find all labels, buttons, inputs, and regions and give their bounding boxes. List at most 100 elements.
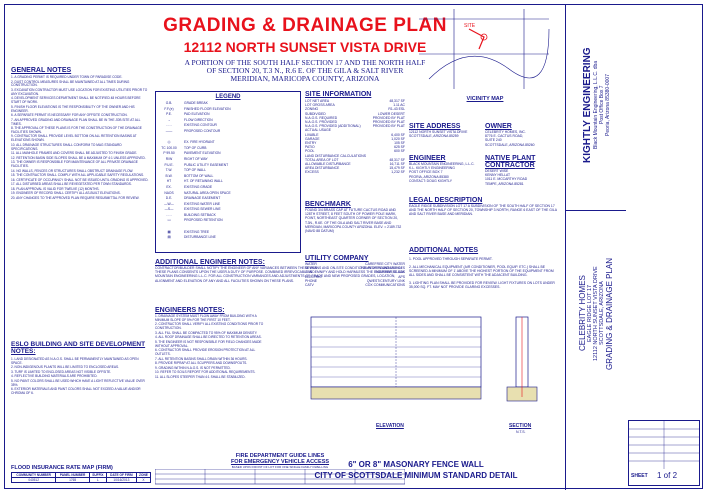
firm-cell: X (135, 477, 152, 483)
plan-address: 12112 NORTH SUNSET VISTA DRIVE (183, 39, 427, 55)
legend-label: BUILDING SETBACK (184, 212, 216, 217)
engineer-line-2: K.L. KIGHTLY ENGINEERING (409, 166, 455, 171)
benchmark-text: FOUND 3/4 BRASS CAP AT FUTURE CACTUS ROA… (305, 208, 402, 234)
info-value: LOWER DESERT (377, 111, 405, 116)
info-key: ZONING (305, 107, 319, 112)
engineers-notes: ENGINEERS NOTES: 1. DRAINAGE SYSTEM MUST… (155, 307, 267, 380)
contractor-line-3: 1011 E. MCCARTHY ROAD (485, 177, 528, 182)
note-item: 4. DEVELOPMENT SERVICES DEPARTMENT SHALL… (11, 96, 141, 105)
legend-label: PAVEMENT ELEVATION (184, 151, 221, 156)
note-item: 12. RETENTION BASIN SIDE SLOPES SHALL BE… (11, 155, 146, 160)
sheet-label: SHEET (631, 473, 648, 479)
info-value: 16,711 SF (389, 162, 405, 167)
note-item: 2. ALL MECHANICAL EQUIPMENT (AIR CONDITI… (409, 264, 554, 278)
legend-label: FLOW DIRECTION (184, 117, 213, 122)
note-item: 2. NON-INDIGENOUS PLANTS WILL BE LIMITED… (11, 365, 119, 370)
info-row: LAND DISTURBANCE CALCULATIONS (305, 154, 405, 158)
fire-heading: FIRE DEPARTMENT GUIDE LINES (235, 453, 325, 459)
legend-row: F.F.(e)FINISHED FLOOR ELEVATION (160, 107, 296, 113)
legend-row: —W—EXISTING WATER LINE (160, 202, 296, 208)
plan-title: GRADING & DRAINAGE PLAN (163, 15, 447, 36)
contractor-line-2: KENNY HELLAT (485, 173, 511, 178)
site-info-heading: SITE INFORMATION (305, 91, 372, 98)
subtitle-line-1: A PORTION OF THE SOUTH HALF SECTION 17 A… (184, 58, 426, 67)
legend-label: PROPOSED RETENTION (184, 218, 223, 223)
legend-label: PAD ELEVATION (184, 112, 210, 117)
info-key: ACTUAL USAGE (305, 128, 332, 133)
legend-symbol: HT (166, 179, 172, 184)
note-item: 2. DUST CONTROL MEASURES SHALL BE MAINTA… (11, 79, 130, 88)
legend-symbol: G.B. (165, 101, 173, 105)
engineers-notes-list: 1. DRAINAGE SYSTEM MUST FLOW AWAY FROM B… (155, 314, 267, 380)
legend-label: PUBLIC UTILITY EASEMENT (184, 162, 229, 167)
note-item: 1. A GRADING PERMIT IS REQUIRED UNDER TO… (11, 75, 123, 79)
note-item: 1. POOL APPROVED THROUGH SEPARATE PERMIT… (409, 257, 493, 262)
info-key: GAS (305, 270, 313, 275)
info-key: LIVABLE (305, 132, 319, 137)
general-notes-heading: GENERAL NOTES (11, 67, 72, 74)
benchmark-heading: BENCHMARK (305, 201, 351, 208)
legend-symbol: P.U.E. (164, 162, 174, 167)
eslo-notes: ESLO BUILDING AND SITE DEVELOPMENT NOTES… (11, 341, 149, 397)
owner-line-2: 8776 E. CACTUS ROAD, (485, 134, 524, 139)
note-item: 3. TURF IS LIMITED TO ENCLOSED AREAS NOT… (11, 369, 112, 374)
info-row: N.A.O.S. PROVIDED (ADDITIONAL)PROVIDED B… (305, 124, 405, 128)
legend-label: BOTTOM OF WALL (184, 173, 214, 178)
info-value: 1,232 SF (391, 170, 405, 175)
info-value: TOWN OF FOUNTAIN HILLS (360, 266, 405, 271)
site-marker-label: SITE (464, 23, 476, 29)
note-item: 7. AN APPROVED GRADING AND DRAINAGE PLAN… (11, 117, 141, 126)
note-item: 6. EXTERIOR MATERIALS AND PAINT COLORS S… (11, 387, 141, 396)
eslo-list: 1. LAND DESIGNATED AS N.A.O.S. SHALL BE … (11, 357, 149, 396)
info-key: LOT GROSS AREA (305, 103, 335, 108)
firm-cell: L (88, 477, 107, 483)
legend-symbol: - - - (166, 212, 172, 217)
info-value: 625 SF (394, 145, 405, 150)
info-value: 6,400 SF (391, 132, 405, 137)
fire-note: BASED UPON FRONT OF LOT FOR ONE SINGLE F… (231, 465, 329, 469)
legend-label: EX. FIRE HYDRANT (184, 140, 215, 145)
info-value: SOUTHWEST GAS (375, 270, 405, 275)
engineer-heading: ENGINEER (409, 155, 446, 162)
info-key: TOTAL AREA OF LOT (305, 157, 339, 162)
legend-symbol: —W— (164, 201, 174, 206)
engineer-line-4: PEORIA, ARIZONA 85380 (409, 174, 449, 179)
legend-symbol: ◎ (167, 140, 171, 145)
note-item: 9. CONTRACTOR SHALL PROVIDE LEVEL BOTTOM… (11, 134, 137, 143)
title-block: KIGHTLY ENGINEERING Black Mountain Engin… (565, 5, 703, 490)
legend-label: EXISTING GRADE (184, 184, 213, 189)
legend-label: FINISHED FLOOR ELEVATION (184, 106, 231, 111)
firm-line-4: Peoria, Arizona 85380-0007 (604, 74, 611, 136)
vicinity-map: SITE VICINITY MAP (409, 9, 561, 102)
info-value: PROVIDED BY PLAT (372, 124, 405, 129)
engineer-line-3: POST OFFICE BOX 7 (409, 170, 443, 175)
contractor-heading: NATIVE PLANT CONTRACTOR (485, 155, 536, 169)
legend-symbol: ▦ (167, 229, 171, 234)
info-key: POOL (305, 149, 315, 154)
legend-heading: LEGEND (215, 94, 241, 100)
firm-header: PANEL NUMBER (55, 472, 90, 478)
legend-symbol: ▤ (167, 235, 171, 240)
legend-symbol: P.E. (166, 112, 172, 117)
site-address-line-1: 12112 NORTH SUNSET VISTA DRIVE (409, 130, 468, 134)
legal-heading: LEGAL DESCRIPTION (409, 197, 483, 204)
site-address-line-2: SCOTTSDALE, ARIZONA 85259 (409, 134, 459, 139)
wall-caption-1: 6" OR 8" MASONARY FENCE WALL (348, 460, 484, 469)
note-item: 5. FINISH FLOOR ELEVATIONS IS THE RESPON… (11, 104, 135, 113)
benchmark: BENCHMARK FOUND 3/4 BRASS CAP AT FUTURE … (305, 201, 405, 233)
note-item: 9. GRADING WITHIN N.A.O.S. IS NOT PERMIT… (155, 365, 231, 370)
info-value: 1.11 AC (393, 103, 405, 108)
additional-notes-list: 1. POOL APPROVED THROUGH SEPARATE PERMIT… (409, 257, 559, 289)
